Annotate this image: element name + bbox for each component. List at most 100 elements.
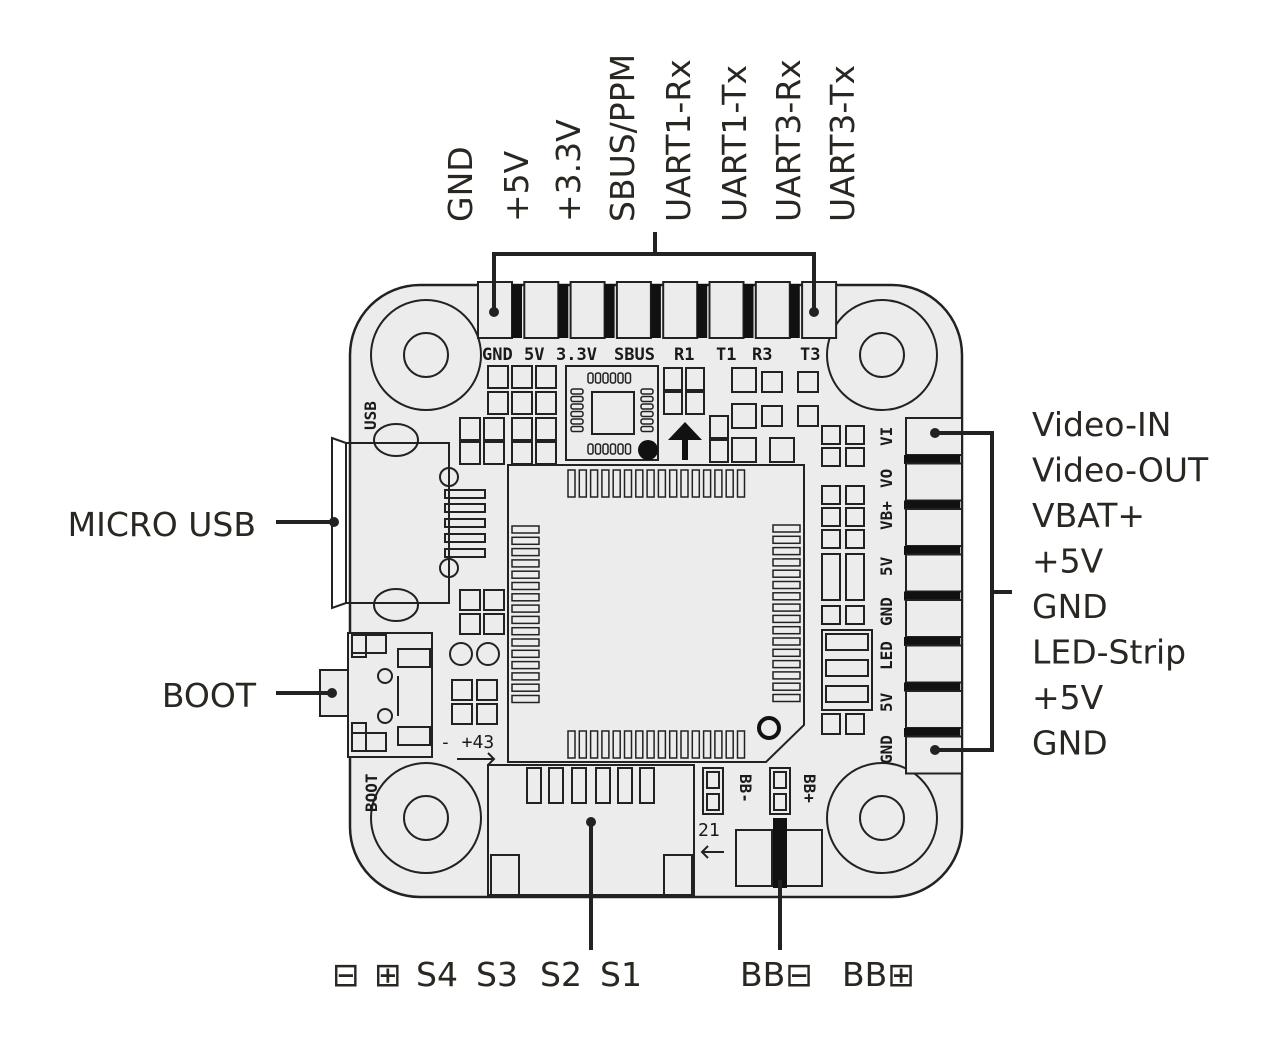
gyro-pin — [602, 443, 609, 455]
silk-21: 21 — [698, 820, 720, 841]
mcu-pin — [772, 535, 801, 545]
top-label-4: UART1-Rx — [659, 59, 698, 222]
top-bracket-dot-right — [809, 307, 819, 317]
mcu-pin — [511, 604, 540, 613]
top-pad-divider — [743, 284, 754, 338]
mcu-pin — [668, 469, 678, 498]
esc-silk-arrow-icon — [457, 752, 496, 766]
right-pad-divider — [904, 728, 960, 737]
mcu-pin — [567, 730, 576, 759]
mcu-pin — [714, 469, 723, 498]
mcu-pin — [691, 469, 701, 498]
right-label-7: GND — [1032, 724, 1108, 763]
mcu-pin — [511, 683, 540, 692]
top-silk-4: R1 — [674, 345, 694, 365]
gyro-pin — [570, 410, 584, 418]
right-pad-divider — [904, 637, 960, 646]
mcu-pin — [601, 469, 610, 498]
mcu-pin — [511, 694, 540, 704]
board-outline — [348, 283, 964, 899]
mcu-pin — [635, 469, 644, 498]
smd-cluster-right — [821, 425, 873, 735]
silk-left-arrow-icon — [700, 845, 724, 859]
right-label-6: +5V — [1032, 678, 1104, 717]
gyro-chip — [565, 365, 659, 461]
top-silk-0: GND — [482, 345, 513, 365]
top-silk-2: 3.3V — [556, 345, 597, 365]
right-pad-divider — [904, 591, 960, 601]
right-bracket-wire — [935, 431, 1012, 752]
mcu-pin — [772, 592, 801, 601]
mounting-hole-bottom-left — [370, 762, 482, 874]
mcu-pin — [702, 730, 712, 759]
mcu-pin — [511, 672, 540, 681]
top-solder-pad — [708, 281, 745, 339]
top-solder-pad — [523, 281, 560, 339]
orientation-arrow-icon — [668, 422, 702, 460]
esc-silk-marks: - +43 — [440, 732, 494, 753]
mcu-pin — [772, 637, 801, 646]
bottom-esc-label-1: ⊞ — [374, 955, 402, 994]
top-pad-divider — [650, 284, 661, 338]
mcu-pin — [772, 558, 801, 567]
mcu-pin — [772, 693, 801, 703]
right-bracket-dot-top — [930, 428, 940, 438]
usb-leader-dot — [329, 517, 339, 527]
mcu-pin — [772, 682, 801, 691]
mcu-pin — [578, 730, 588, 759]
right-silk-2: VB+ — [877, 501, 896, 530]
mcu-pin — [657, 730, 667, 759]
mcu-pin — [772, 648, 801, 658]
right-solder-pad — [905, 508, 963, 547]
right-label-2: VBAT+ — [1032, 496, 1145, 535]
mounting-hole-bottom-right — [826, 762, 938, 874]
smd-cluster-top-center — [663, 367, 819, 463]
mcu-pin — [623, 469, 633, 498]
right-pad-divider — [904, 455, 960, 464]
right-label-5: LED-Strip — [1032, 633, 1186, 672]
smd-cluster-top-left — [459, 365, 557, 465]
top-pad-divider — [697, 284, 708, 338]
mcu-pin — [612, 730, 621, 759]
gyro-pin — [640, 425, 654, 433]
gyro-pin — [640, 418, 654, 425]
mcu-pin — [511, 559, 540, 568]
right-label-3: +5V — [1032, 542, 1104, 581]
gyro-pin — [570, 403, 584, 410]
mcu-pin — [612, 469, 621, 498]
mcu-pin — [668, 730, 678, 759]
gyro-pin — [570, 388, 584, 395]
top-silk-7: T3 — [800, 345, 820, 365]
right-label-0: Video-IN — [1032, 405, 1171, 444]
right-solder-pad — [905, 735, 963, 775]
esc-leader-dot — [586, 817, 596, 827]
mcu-pin — [646, 730, 655, 759]
mcu-pin — [736, 730, 746, 759]
gyro-pin — [640, 403, 654, 410]
mcu-pin — [772, 580, 801, 590]
gyro-pin — [617, 372, 624, 384]
mcu-chip — [507, 464, 805, 763]
micro-usb-connector — [331, 423, 486, 622]
gyro-pin — [617, 443, 624, 455]
mounting-hole-top-right — [826, 299, 938, 411]
gyro-pin — [570, 395, 584, 403]
usb-silk-label: USB — [361, 401, 380, 430]
gyro-pin — [602, 372, 609, 384]
top-pad-divider — [558, 284, 569, 338]
mcu-pin — [511, 570, 540, 579]
top-label-0: GND — [441, 146, 480, 222]
gyro-pin — [570, 418, 584, 425]
label-boot: BOOT — [162, 676, 257, 715]
right-pad-divider — [904, 682, 960, 692]
bottom-esc-label-0: ⊟ — [332, 955, 360, 994]
top-solder-pad — [615, 281, 652, 339]
mcu-pin — [601, 730, 610, 759]
gyro-pin — [594, 372, 602, 384]
right-bracket-dot-bottom — [930, 745, 940, 755]
top-silk-3: SBUS — [614, 345, 655, 365]
gyro-pin — [640, 395, 654, 403]
right-solder-pad — [905, 644, 963, 684]
mcu-pin — [511, 626, 540, 636]
